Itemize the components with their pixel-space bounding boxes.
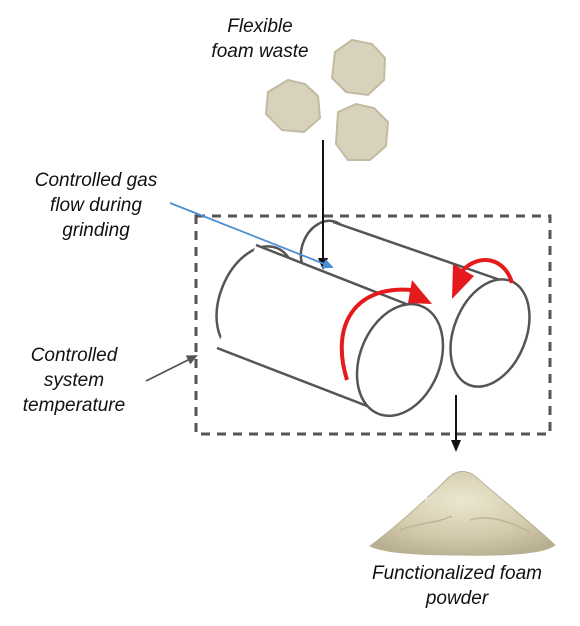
powder-label: Functionalized foam powder [371, 563, 543, 609]
gas-flow-label: Controlled gas flow during grinding [34, 170, 158, 241]
gas-flow-arrow [169, 202, 334, 269]
system-boundary-frame [194, 214, 552, 436]
rotation-arrows [339, 258, 514, 381]
foam-waste-label: Flexible foam waste [211, 16, 309, 62]
front-roller [215, 243, 445, 418]
foam-chunk-icon [264, 38, 390, 161]
temperature-arrow [145, 355, 198, 382]
temperature-label: Controlled system temperature [22, 345, 126, 416]
powder-pile-icon [369, 470, 556, 556]
